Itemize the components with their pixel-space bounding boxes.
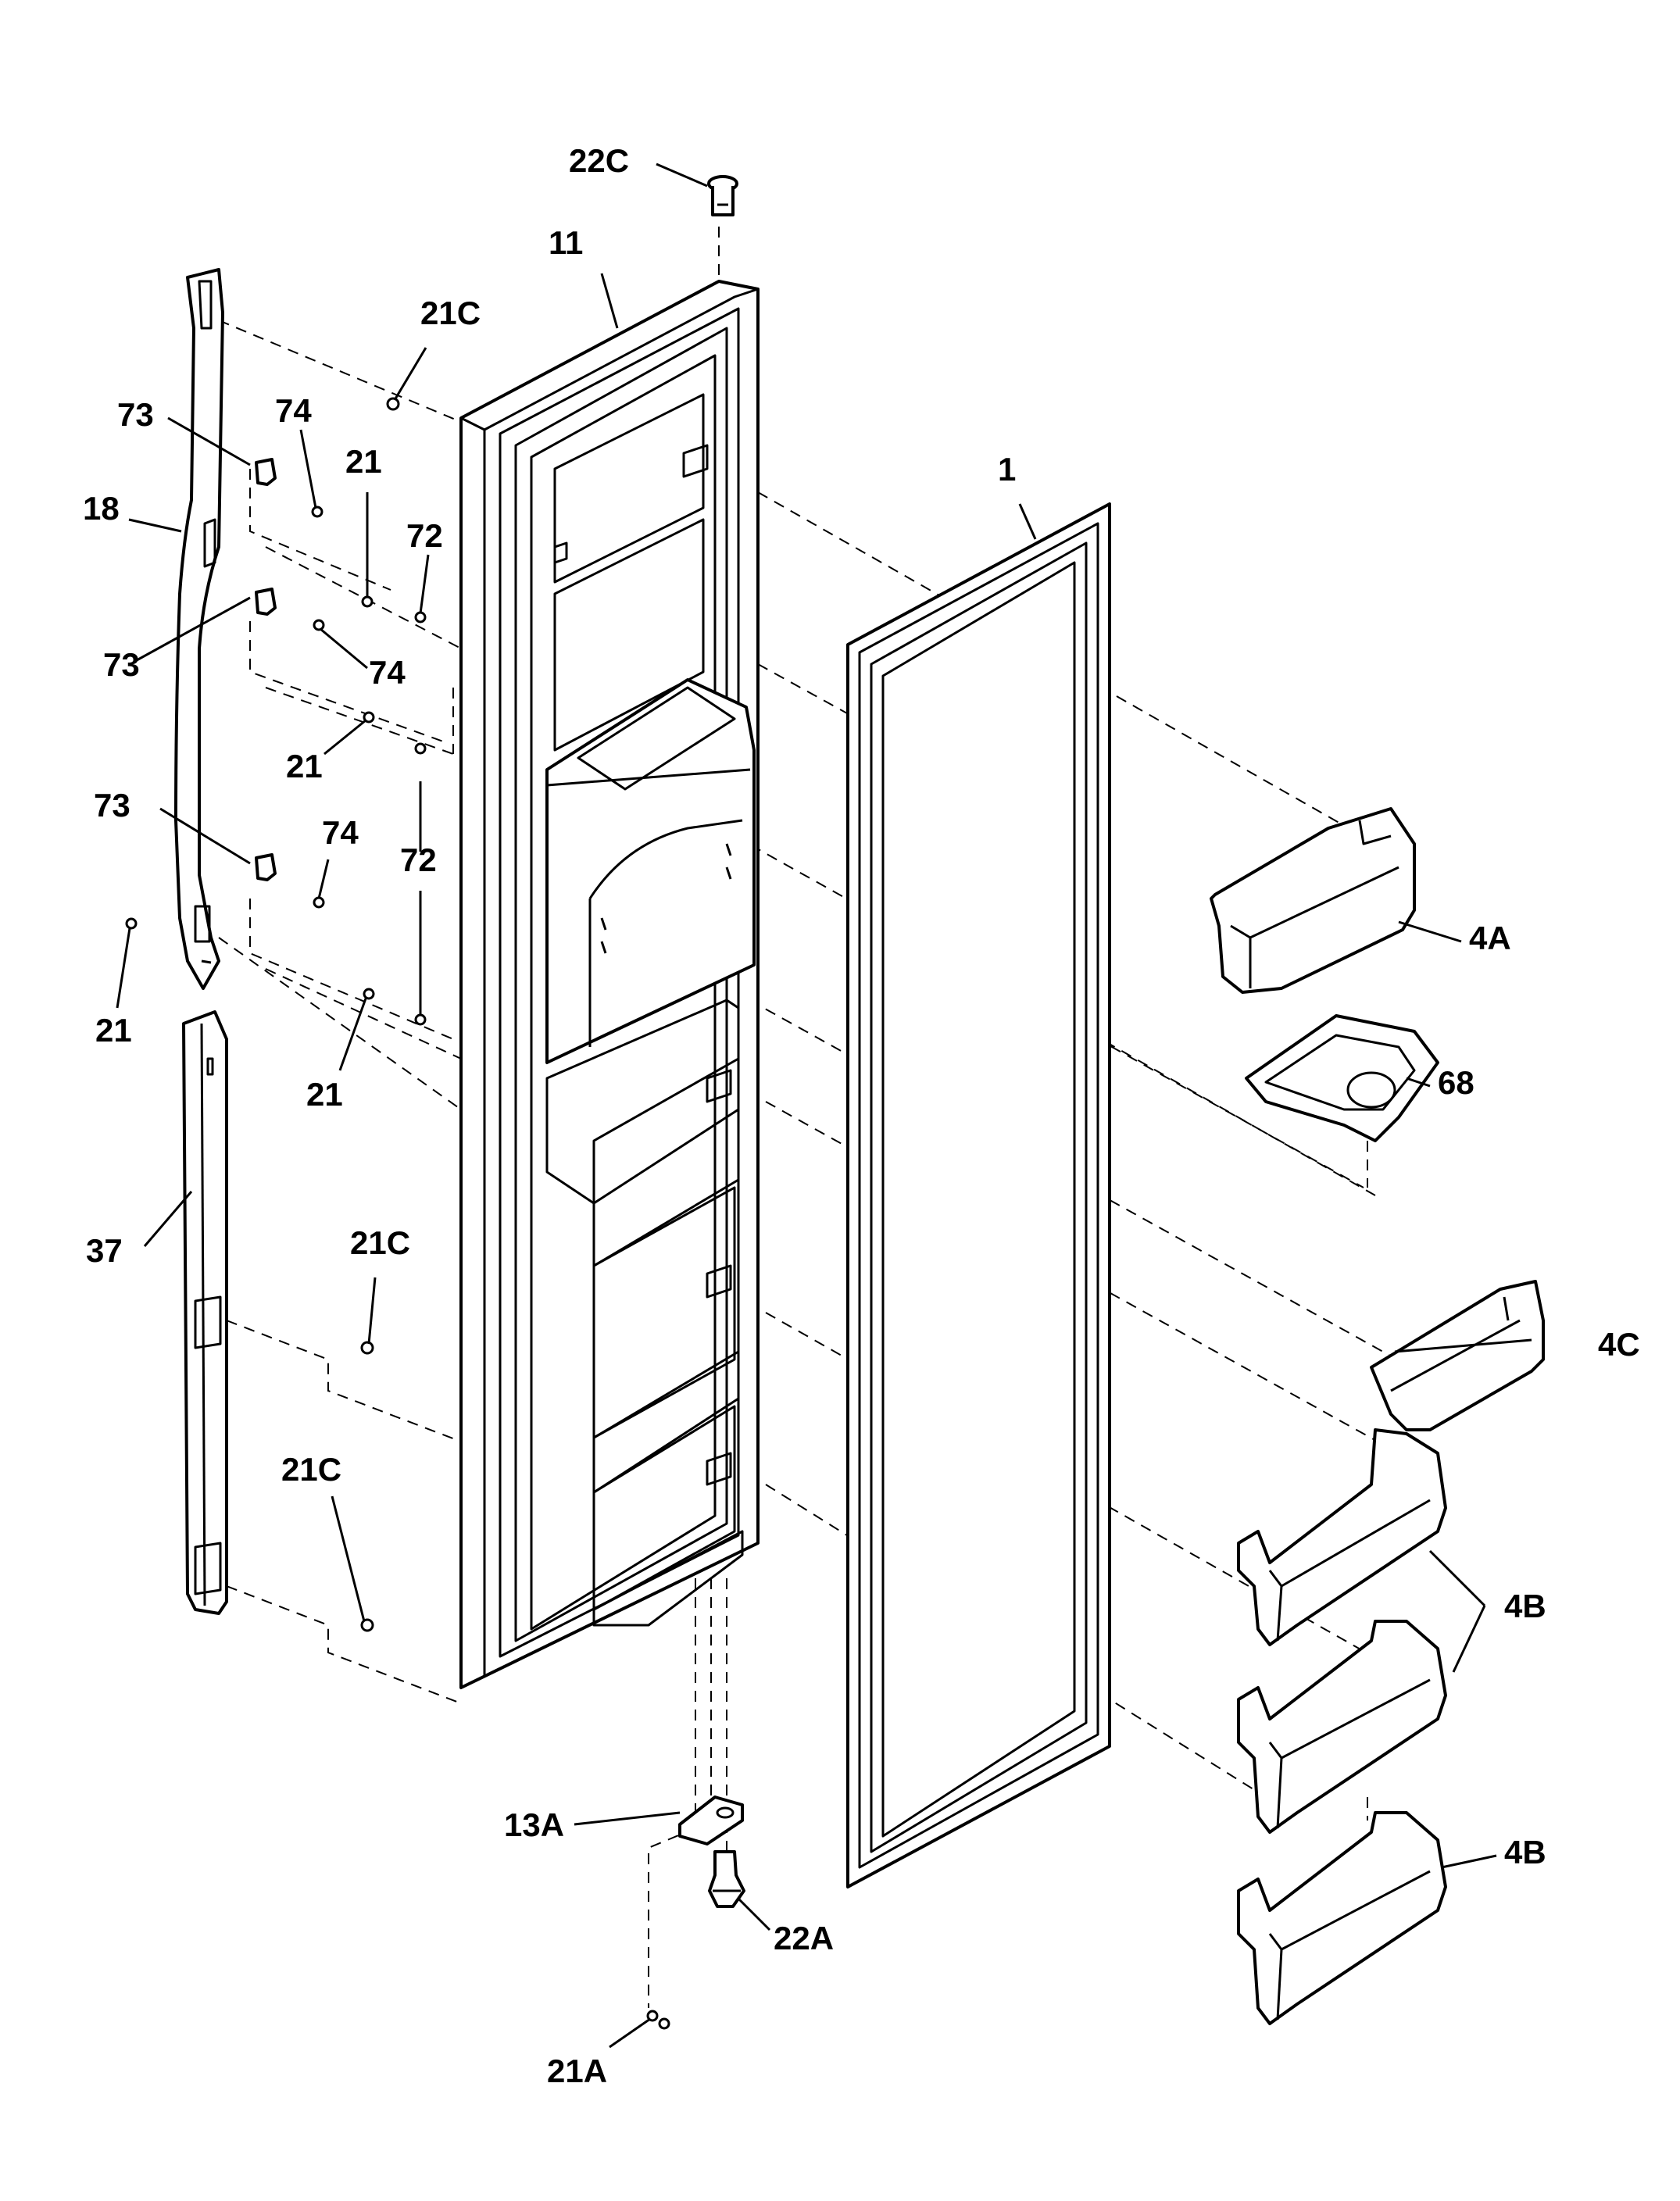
screws <box>125 397 670 2030</box>
hinge-pin-part-22A <box>708 1850 745 1908</box>
callout-11: 11 <box>549 224 583 261</box>
callout-72-a: 72 <box>406 517 443 554</box>
hinge-bracket-part-13A <box>678 1795 744 1845</box>
door-bin-part-4B-middle <box>1237 1620 1447 1834</box>
door-gasket-part-1 <box>846 502 1111 1888</box>
callout-21-a: 21 <box>345 443 382 480</box>
callout-4B-a: 4B <box>1504 1588 1546 1624</box>
door-bin-part-4B-lower <box>1237 1811 1447 2025</box>
callout-leader-lines <box>116 163 1532 2049</box>
callout-21-d: 21 <box>306 1076 343 1113</box>
callout-74-b: 74 <box>369 654 406 691</box>
ice-chute-part-68 <box>1245 1014 1439 1142</box>
callout-73-b: 73 <box>103 646 140 683</box>
door-bin-part-4B-upper <box>1237 1428 1447 1646</box>
callout-73-c: 73 <box>94 787 130 824</box>
callout-74-a: 74 <box>275 392 312 429</box>
door-assembly-part-11 <box>459 280 760 1689</box>
callout-21-c: 21 <box>95 1012 132 1049</box>
handle-clips-part-73 <box>255 458 277 881</box>
callout-21C-top: 21C <box>420 295 481 331</box>
callout-37: 37 <box>86 1232 123 1269</box>
callout-72-b: 72 <box>400 841 437 878</box>
callout-21C-low: 21C <box>281 1451 341 1488</box>
handle-part-18 <box>174 268 224 990</box>
callout-4B-b: 4B <box>1504 1834 1546 1870</box>
callout-18: 18 <box>83 490 120 527</box>
lower-handle-part-37 <box>182 1010 228 1615</box>
door-bin-part-4A <box>1210 807 1416 994</box>
callout-74-c: 74 <box>322 814 359 851</box>
callout-22C-top: 22C <box>569 142 629 179</box>
top-hinge-pin-part-22C <box>707 175 738 216</box>
callout-labels: 22C 11 21C 73 74 21 72 18 73 74 21 73 74… <box>83 142 1640 2089</box>
callout-4C: 4C <box>1598 1326 1640 1363</box>
door-bin-part-4C <box>1370 1280 1545 1431</box>
callout-4A: 4A <box>1469 920 1511 956</box>
callout-21C-mid: 21C <box>350 1224 410 1261</box>
callout-13A: 13A <box>504 1806 564 1843</box>
callout-21A: 21A <box>547 2053 607 2089</box>
callout-73-a: 73 <box>117 396 154 433</box>
callout-1: 1 <box>998 451 1016 488</box>
callout-68: 68 <box>1438 1064 1474 1101</box>
callout-21-b: 21 <box>286 748 323 784</box>
callout-22A: 22A <box>774 1920 834 1956</box>
